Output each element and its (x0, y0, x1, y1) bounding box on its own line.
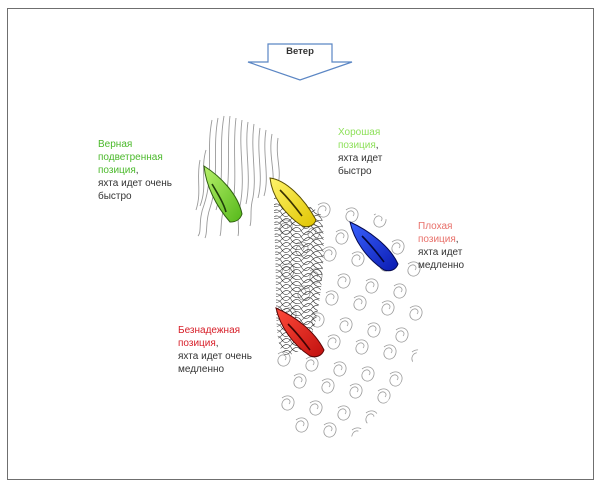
label-true-leeward: Верная подветренная позиция, яхта идет о… (98, 138, 208, 203)
good-desc-1: яхта идет (338, 153, 383, 164)
bad-comma: , (455, 234, 459, 245)
good-comma: , (375, 140, 379, 151)
hopeless-desc-2: медленно (178, 364, 225, 375)
true-leeward-desc-1: яхта идет очень (98, 178, 172, 189)
hopeless-title-1: Безнадежная (178, 325, 241, 336)
bad-desc-1: яхта идет (418, 247, 463, 258)
good-title-1: Хорошая (338, 127, 381, 138)
hopeless-comma: , (215, 338, 219, 349)
boat-blue (349, 221, 399, 272)
true-leeward-title-1: Верная (98, 139, 133, 150)
hopeless-desc-1: яхта идет очень (178, 351, 252, 362)
bad-desc-2: медленно (418, 260, 465, 271)
boat-green (203, 165, 243, 223)
wind-label: Ветер (286, 46, 314, 57)
diagram-frame (7, 8, 594, 480)
label-good: Хорошая позиция, яхта идет быстро (338, 126, 418, 178)
hopeless-title-2: позиция (178, 338, 216, 349)
true-leeward-title-2: подветренная (98, 152, 163, 163)
label-hopeless: Безнадежная позиция, яхта идет очень мед… (178, 324, 278, 376)
boat-yellow (269, 177, 317, 228)
bad-title-2: позиция (418, 234, 456, 245)
label-bad: Плохая позиция, яхта идет медленно (418, 220, 498, 272)
boat-red (275, 307, 325, 358)
true-leeward-comma: , (135, 165, 139, 176)
bad-title-1: Плохая (418, 221, 453, 232)
true-leeward-title-3: позиция (98, 165, 136, 176)
wind-arrow (247, 43, 353, 81)
true-leeward-desc-2: быстро (98, 191, 132, 202)
good-title-2: позиция (338, 140, 376, 151)
good-desc-2: быстро (338, 166, 372, 177)
